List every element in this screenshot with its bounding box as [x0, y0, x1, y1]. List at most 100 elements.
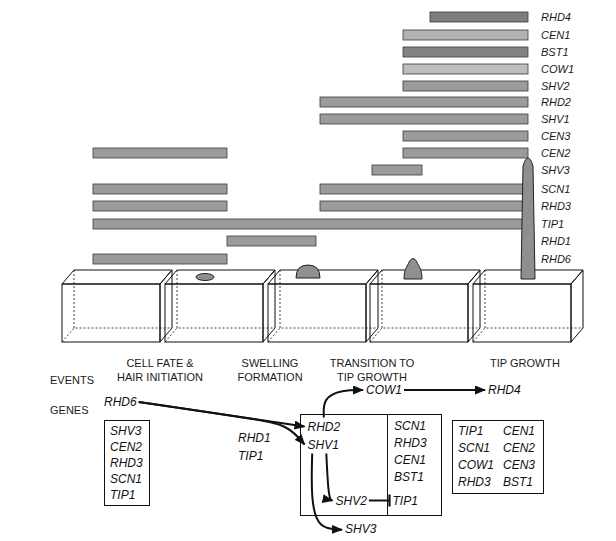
gene-label: RHD1 [541, 234, 571, 248]
hidden-edge [280, 270, 281, 328]
hidden-edge [74, 270, 75, 328]
gene-name-text: SHV2 [336, 494, 367, 508]
stage-label: TIP GROWTH [480, 356, 570, 370]
activity-bar [93, 254, 227, 264]
gene-name-text: RHD6 [104, 395, 137, 409]
gene-name-text: COW1 [458, 458, 494, 472]
activity-bar [320, 114, 528, 124]
activity-bar [430, 12, 528, 22]
activity-bar [93, 219, 528, 229]
cell-top [62, 270, 172, 284]
cell-top [268, 270, 378, 284]
gene-name: TIP1 [238, 449, 263, 463]
row-heading: EVENTS [50, 373, 94, 387]
cell-side [160, 270, 172, 342]
gene-name-text: RHD4 [488, 383, 521, 397]
gene-name-text: SCN1 [110, 472, 142, 486]
gene-group-box: SCN1RHD3CEN1BST1RHD2SHV1SHV2TIP1 [300, 414, 442, 516]
hidden-edge [268, 328, 378, 342]
gene-label: RHD2 [541, 95, 571, 109]
gene-name-text: SCN1 [458, 441, 490, 455]
cell-front [268, 284, 366, 342]
gene-label: SCN1 [541, 182, 570, 196]
gene-name-text: CEN3 [503, 458, 535, 472]
hidden-edge [177, 270, 178, 328]
stage-label: TRANSITION TO TIP GROWTH [326, 356, 418, 384]
gene-group-box: SHV3CEN2RHD3SCN1TIP1 [104, 420, 150, 506]
gene-name-text: RHD2 [308, 420, 341, 434]
stage-label: SWELLING FORMATION [230, 356, 310, 384]
stage-label: CELL FATE & HAIR INITIATION [114, 356, 206, 384]
hidden-edge [382, 270, 383, 328]
hair-initiation-site [196, 274, 214, 281]
activation-arrow [404, 389, 485, 391]
cell-top [165, 270, 275, 284]
activity-bar [403, 64, 528, 74]
cell-side [571, 270, 583, 342]
activity-bar [372, 165, 422, 175]
cell-side [468, 270, 480, 342]
gene-name-text: SCN1 [394, 419, 426, 433]
cell-side [366, 270, 378, 342]
gene-name-text: TIP1 [238, 449, 263, 463]
gene-name-text: RHD1 [238, 431, 271, 445]
activation-arrow [139, 402, 305, 445]
activity-bar [403, 81, 528, 91]
gene-label: RHD3 [541, 199, 571, 213]
gene-name: SHV2 [336, 494, 367, 508]
gene-name: RHD4 [488, 383, 521, 397]
gene-name-text: COW1 [366, 383, 402, 397]
gene-label: CEN1 [541, 28, 570, 42]
growing-root-hair [521, 158, 535, 279]
gene-label: SHV2 [541, 79, 570, 93]
row-heading: GENES [50, 403, 89, 417]
gene-name-text: CEN2 [110, 440, 142, 454]
activity-bar [320, 97, 528, 107]
hidden-edge [165, 328, 275, 342]
gene-name-text: SHV3 [345, 522, 376, 536]
gene-name-text: BST1 [394, 470, 424, 484]
cell-top [370, 270, 480, 284]
gene-name: RHD2 [308, 420, 341, 434]
activity-bar [93, 184, 227, 194]
gene-name-text: RHD3 [458, 475, 491, 489]
gene-label: CEN2 [541, 146, 570, 160]
gene-name: RHD1 [238, 431, 271, 445]
gene-name-text: TIP1 [110, 488, 135, 502]
activity-bar [320, 184, 528, 194]
cell-front [473, 284, 571, 342]
gene-label: CEN3 [541, 129, 570, 143]
gene-name: SHV3 [345, 522, 376, 536]
gene-group-box: TIP1 CEN1SCN1 CEN2COW1 CEN3RHD3 BST1 [452, 420, 544, 494]
cell-front [62, 284, 160, 342]
activity-bar [320, 201, 528, 211]
activity-bar [403, 47, 528, 57]
activity-bar [93, 201, 227, 211]
hidden-edge [473, 328, 583, 342]
gene-label: RHD6 [541, 252, 571, 266]
cell-front [370, 284, 468, 342]
inhibition-bar [388, 495, 390, 507]
gene-name: SHV1 [308, 438, 339, 452]
gene-name-text: TIP1 [458, 424, 483, 438]
gene-name-text: CEN2 [503, 441, 535, 455]
cell-side [263, 270, 275, 342]
activity-bar [227, 236, 316, 246]
gene-label: SHV3 [541, 163, 570, 177]
activity-bar [403, 131, 528, 141]
gene-label: COW1 [541, 62, 574, 76]
gene-label: RHD4 [541, 10, 571, 24]
activity-bar [403, 148, 528, 158]
emerging-hair [404, 259, 422, 280]
gene-name-text: CEN1 [503, 424, 535, 438]
gene-name-text: BST1 [503, 475, 533, 489]
swelling-dome [296, 265, 320, 278]
cell-front [165, 284, 263, 342]
gene-name-text: TIP1 [393, 494, 418, 508]
hidden-edge [485, 270, 486, 328]
gene-name-text: CEN1 [394, 453, 426, 467]
gene-label: BST1 [541, 45, 569, 59]
hidden-edge [62, 328, 172, 342]
activity-bar [93, 148, 227, 158]
